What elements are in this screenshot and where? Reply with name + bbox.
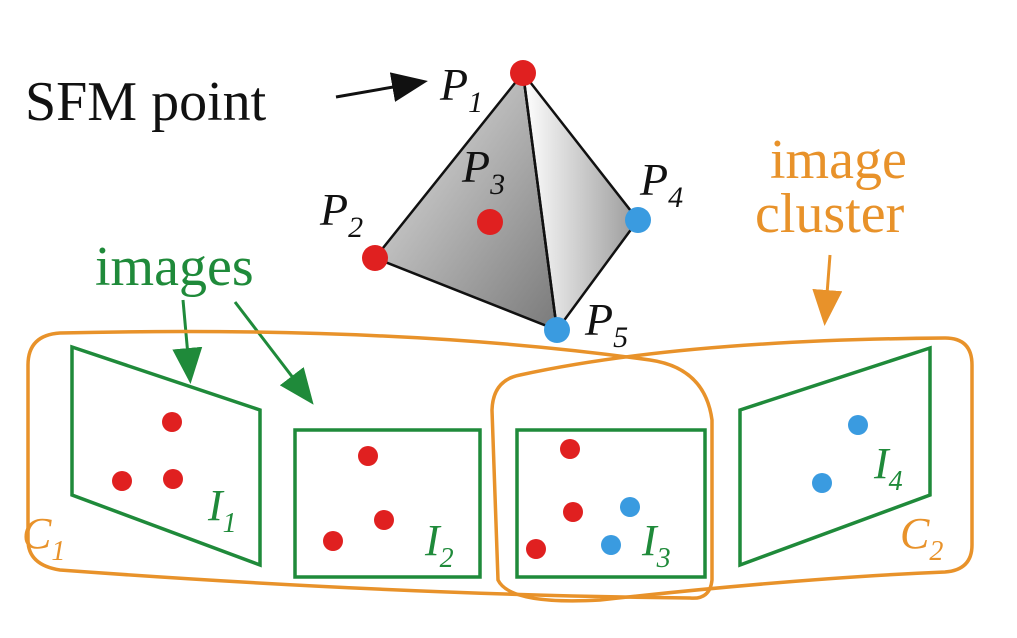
image-frame-i1: [70, 344, 262, 568]
label-p5: P5: [584, 294, 628, 354]
i3-point: [563, 502, 583, 522]
sfm-point-label: SFM point: [25, 71, 267, 133]
i3-point: [601, 535, 621, 555]
i2-point: [358, 446, 378, 466]
label-p1: P1: [439, 59, 483, 119]
images-label: images: [95, 236, 254, 298]
i3-point: [560, 439, 580, 459]
images-arrow-1: [172, 299, 203, 384]
pyramid: [372, 68, 640, 334]
label-i3: I3: [641, 516, 671, 574]
cluster-c2-outline: [490, 336, 974, 603]
label-p3: P3: [461, 141, 505, 201]
label-i2: I2: [424, 516, 454, 574]
label-i1: I1: [207, 481, 237, 539]
i3-point: [620, 497, 640, 517]
label-p2: P2: [319, 184, 363, 244]
i3-point: [526, 539, 546, 559]
pyramid-edge: [521, 72, 559, 331]
i1-point: [112, 471, 132, 491]
point-p4: [625, 207, 651, 233]
point-p2: [362, 245, 388, 271]
point-p5: [544, 317, 570, 343]
label-i4: I4: [873, 439, 903, 497]
label-c2: C2: [900, 509, 943, 567]
i1-point: [163, 469, 183, 489]
image-frame-i3: [515, 428, 707, 579]
i2-point: [374, 510, 394, 530]
i1-point: [162, 412, 182, 432]
image-frame-i2: [293, 428, 482, 579]
cluster-c1-outline: [26, 329, 714, 600]
label-c1: C1: [22, 509, 65, 567]
sfm-point-arrow: [335, 72, 428, 102]
point-p3: [477, 209, 503, 235]
i4-point: [848, 415, 868, 435]
image-cluster-arrow: [812, 254, 843, 326]
label-p4: P4: [639, 154, 683, 214]
i4-point: [812, 473, 832, 493]
image-cluster-label-line1: image: [770, 129, 907, 191]
image-frame-i4: [738, 345, 932, 568]
image-cluster-label-line2: cluster: [755, 183, 905, 245]
images-arrow-2: [233, 301, 314, 405]
point-p1: [510, 60, 536, 86]
i2-point: [323, 531, 343, 551]
